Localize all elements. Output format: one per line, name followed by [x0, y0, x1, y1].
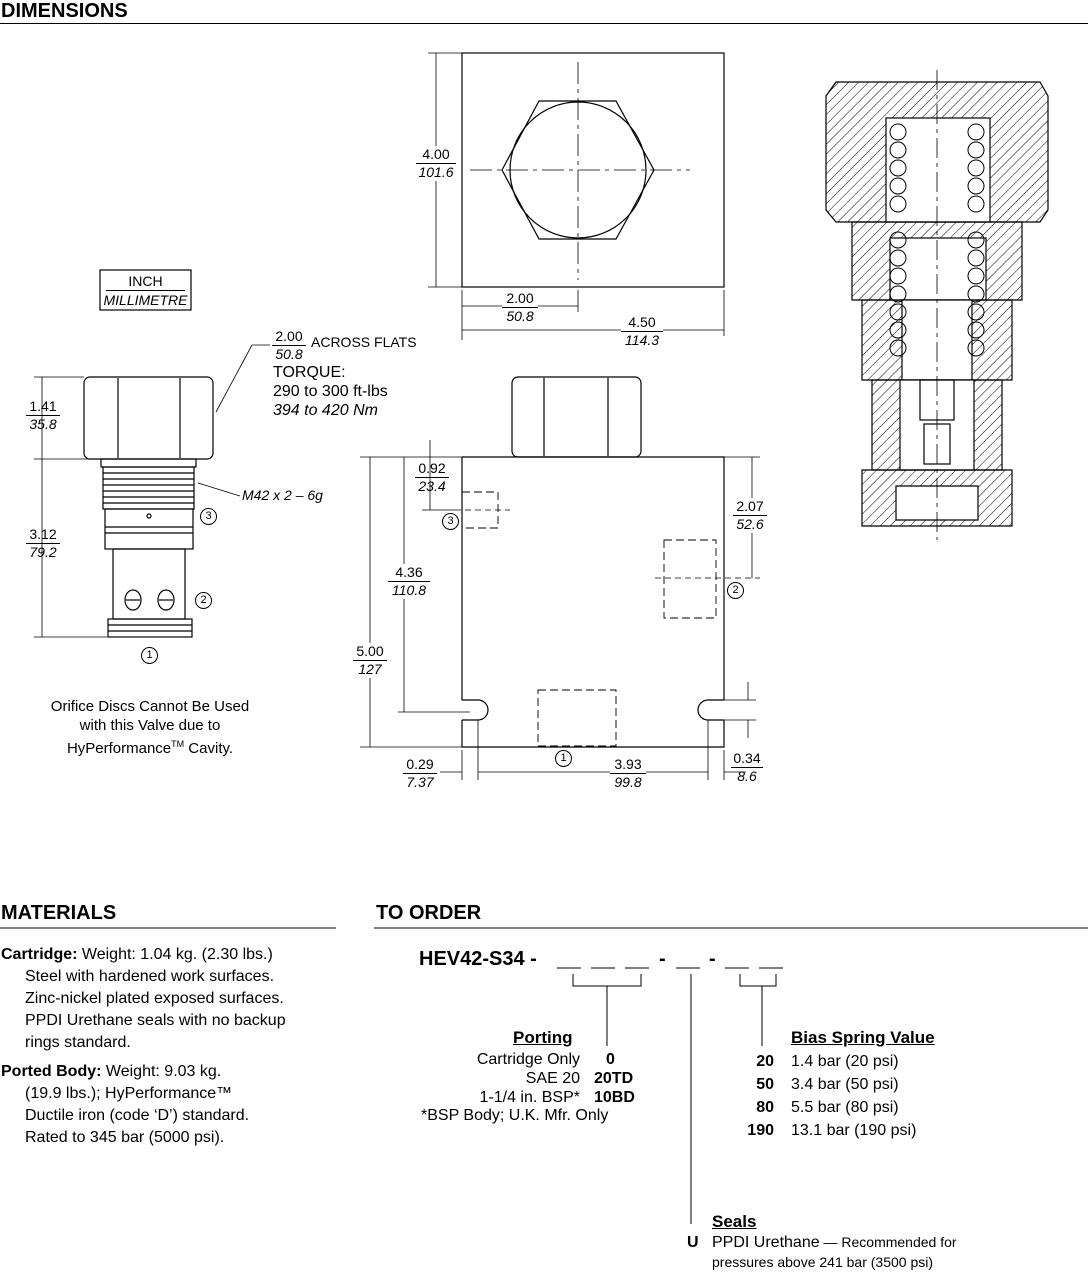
- port-2-marker-cartridge: 2: [195, 592, 212, 609]
- top-view: [428, 52, 725, 340]
- order-code-tree: [557, 967, 783, 1224]
- seals-label-line: PPDI Urethane — Recommended for: [712, 1234, 957, 1251]
- torque-label: TORQUE:: [273, 364, 346, 381]
- torque-imperial: 290 to 300 ft-lbs: [273, 383, 388, 400]
- thread-spec: M42 x 2 – 6g: [242, 487, 323, 503]
- torque-spec: TORQUE: 290 to 300 ft-lbs 394 to 420 Nm: [273, 363, 388, 420]
- ported-body-label: Ported Body:: [1, 1063, 102, 1080]
- across-flats-label: ACROSS FLATS: [311, 334, 417, 350]
- model-dash-1: -: [659, 948, 666, 970]
- cartridge-view: [34, 344, 270, 638]
- units-legend-mm: MILLIMETRE: [103, 292, 188, 308]
- seals-code: U: [687, 1234, 699, 1251]
- body-view: [360, 376, 760, 780]
- bias-spring-labels: 1.4 bar (20 psi) 3.4 bar (50 psi) 5.5 ba…: [791, 1053, 917, 1139]
- dim-mount-spacing: 3.93 99.8: [610, 756, 646, 791]
- dim-port2-offset: 2.07 52.6: [733, 498, 767, 533]
- to-order-title: TO ORDER: [376, 902, 482, 924]
- units-legend: INCH MILLIMETRE: [100, 272, 191, 309]
- model-dash-2: -: [709, 948, 716, 970]
- bias-spring-heading: Bias Spring Value: [791, 1028, 935, 1047]
- dim-cartridge-length: 3.12 79.2: [26, 526, 60, 561]
- port-3-marker-body: 3: [442, 513, 459, 530]
- units-legend-box: [99, 269, 192, 311]
- porting-labels: Cartridge Only SAE 20 1-1/4 in. BSP*: [476, 1051, 580, 1106]
- dim-mount-inset-left: 0.29 7.37: [403, 756, 437, 791]
- units-legend-inch: INCH: [106, 272, 185, 291]
- porting-codes: 0 20TD 10BD: [594, 1051, 635, 1106]
- dim-mount-height: 4.36 110.8: [388, 564, 430, 599]
- dimensions-title: DIMENSIONS: [1, 0, 128, 22]
- seals-note: pressures above 241 bar (3500 psi): [712, 1254, 934, 1270]
- dim-top-half-width: 2.00 50.8: [502, 290, 538, 325]
- port-2-marker-body: 2: [727, 582, 744, 599]
- dim-cartridge-hex: 1.41 35.8: [26, 398, 60, 433]
- dim-across-flats: 2.00 50.8: [272, 328, 306, 363]
- port-1-marker-cartridge: 1: [141, 647, 158, 664]
- section-view: [825, 70, 1049, 540]
- dim-body-height: 5.00 127: [353, 643, 387, 678]
- dim-top-width: 4.50 114.3: [621, 314, 663, 349]
- dim-top-height: 4.00 101.6: [416, 146, 456, 181]
- materials-title: MATERIALS: [1, 902, 117, 924]
- seals-heading: Seals: [712, 1212, 757, 1231]
- port-1-marker-body: 1: [555, 750, 572, 767]
- torque-metric: 394 to 420 Nm: [273, 402, 378, 419]
- bias-spring-codes: 20 50 80 190: [747, 1053, 774, 1139]
- porting-footnote: *BSP Body; U.K. Mfr. Only: [421, 1107, 609, 1124]
- dimensions-rule: [0, 23, 1088, 24]
- cartridge-label: Cartridge:: [1, 946, 78, 963]
- port-3-marker-cartridge: 3: [200, 508, 217, 525]
- porting-heading: Porting: [513, 1028, 573, 1047]
- orifice-note: Orifice Discs Cannot Be Used with this V…: [50, 698, 250, 757]
- dim-port3-offset: 0.92 23.4: [415, 460, 449, 495]
- model-code: HEV42-S34 -: [419, 948, 537, 970]
- materials-body: Cartridge: Weight: 1.04 kg. (2.30 lbs.) …: [1, 946, 286, 1146]
- dim-mount-hole: 0.34 8.6: [731, 750, 763, 785]
